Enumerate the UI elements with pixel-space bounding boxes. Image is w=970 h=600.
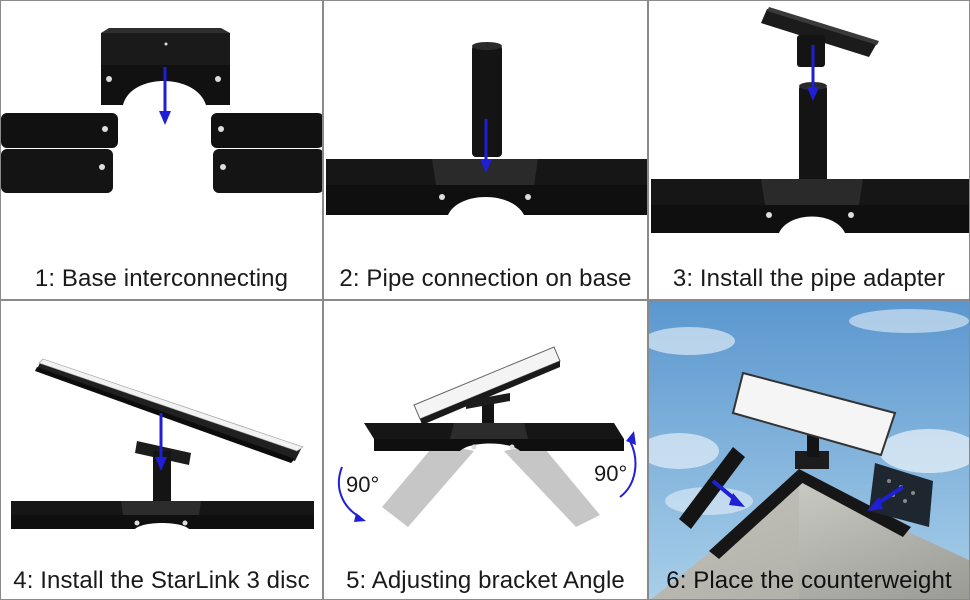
down-arrow-icon xyxy=(159,111,171,125)
step-5-panel: 90° 90° 5: Adjusting bracket Angle xyxy=(323,300,648,600)
angle-label-right: 90° xyxy=(594,461,627,486)
down-arrow-icon xyxy=(807,87,819,101)
step-1-illustration xyxy=(1,28,322,193)
push-arrow-icon xyxy=(867,497,883,511)
rotate-arrow-icon xyxy=(354,513,366,522)
step-1-caption: 1: Base interconnecting xyxy=(34,265,289,292)
step-4-illustration xyxy=(11,358,314,529)
step-5-caption: 5: Adjusting bracket Angle xyxy=(346,567,625,594)
step-3-illustration xyxy=(651,7,969,233)
step-1-panel: 1: Base interconnecting xyxy=(0,0,323,300)
rotate-arrow-icon xyxy=(626,431,636,445)
down-arrow-icon xyxy=(155,457,167,471)
angle-label-left: 90° xyxy=(346,472,379,497)
step-3-panel: 3: Install the pipe adapter xyxy=(648,0,970,300)
step-2-illustration xyxy=(326,42,647,215)
step-6-photo xyxy=(649,301,969,599)
step-2-caption: 2: Pipe connection on base xyxy=(339,265,632,292)
step-6-caption: 6: Place the counterweight xyxy=(666,567,952,594)
down-arrow-icon xyxy=(480,159,492,173)
push-arrow-icon xyxy=(729,493,745,507)
step-3-caption: 3: Install the pipe adapter xyxy=(672,265,946,292)
step-4-panel: 4: Install the StarLink 3 disc xyxy=(0,300,323,600)
step-2-panel: 2: Pipe connection on base xyxy=(323,0,648,300)
step-5-illustration: 90° 90° xyxy=(337,346,637,527)
step-4-caption: 4: Install the StarLink 3 disc xyxy=(13,567,310,594)
step-6-panel: 6: Place the counterweight xyxy=(648,300,970,600)
